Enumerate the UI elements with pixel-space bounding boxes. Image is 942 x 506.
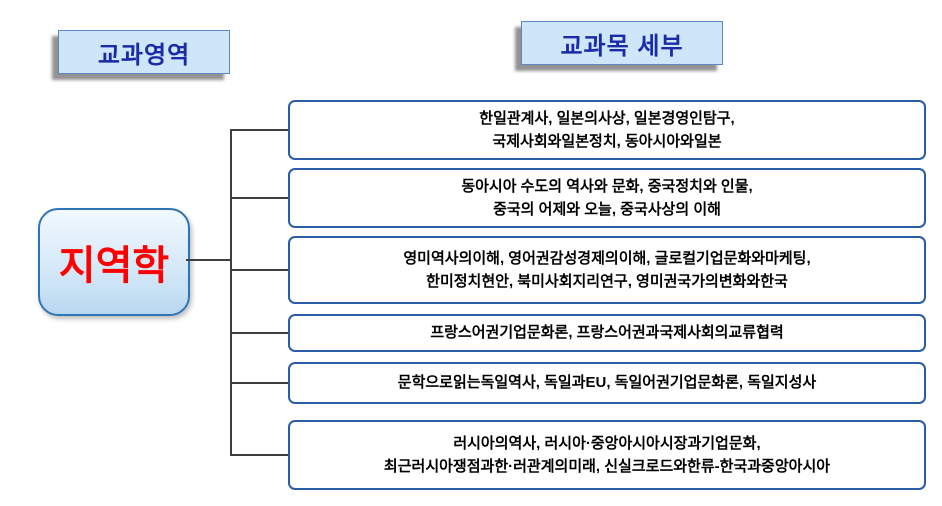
course-box-japan-text: 한일관계사, 일본의사상, 일본경영인탐구, 국제사회와일본정치, 동아시아와일… bbox=[479, 109, 735, 150]
course-box-german: 문학으로읽는독일역사, 독일과EU, 독일어권기업문화론, 독일지성사 bbox=[288, 362, 926, 404]
course-box-francophone: 프랑스어권기업문화론, 프랑스어권과국제사회의교류협력 bbox=[288, 314, 926, 352]
root-node-regional-studies: 지역학 bbox=[38, 208, 190, 316]
course-box-francophone-text: 프랑스어권기업문화론, 프랑스어권과국제사회의교류협력 bbox=[430, 324, 784, 342]
course-box-german-text: 문학으로읽는독일역사, 독일과EU, 독일어권기업문화론, 독일지성사 bbox=[397, 374, 817, 392]
connector-branch-4 bbox=[231, 332, 288, 334]
connector-branch-5 bbox=[231, 382, 288, 384]
course-box-anglo-america: 영미역사의이해, 영어권감성경제의이해, 글로컬기업문화와마케팅, 한미정치현안… bbox=[288, 236, 926, 304]
course-box-anglo-america-text: 영미역사의이해, 영어권감성경제의이해, 글로컬기업문화와마케팅, 한미정치현안… bbox=[403, 249, 811, 290]
header-subject-area-label: 교과영역 bbox=[97, 41, 191, 69]
course-box-china-text: 동아시아 수도의 역사와 문화, 중국정치와 인물, 중국의 어제와 오늘, 중… bbox=[461, 177, 753, 218]
course-box-russia-central-asia-text: 러시아의역사, 러시아·중앙아시아시장과기업문화, 최근러시아쟁점과한·러관계의… bbox=[383, 434, 831, 475]
root-node-label: 지역학 bbox=[58, 244, 170, 288]
connector-root-link bbox=[186, 259, 231, 261]
connector-branch-2 bbox=[231, 197, 288, 199]
header-subject-area: 교과영역 bbox=[58, 30, 230, 74]
connector-branch-3 bbox=[231, 269, 288, 271]
course-box-japan: 한일관계사, 일본의사상, 일본경영인탐구, 국제사회와일본정치, 동아시아와일… bbox=[288, 100, 926, 160]
connector-trunk bbox=[230, 129, 232, 456]
course-box-china: 동아시아 수도의 역사와 문화, 중국정치와 인물, 중국의 어제와 오늘, 중… bbox=[288, 168, 926, 228]
connector-branch-6 bbox=[231, 454, 288, 456]
connector-branch-1 bbox=[231, 129, 288, 131]
header-subject-detail: 교과목 세부 bbox=[521, 21, 723, 65]
course-box-russia-central-asia: 러시아의역사, 러시아·중앙아시아시장과기업문화, 최근러시아쟁점과한·러관계의… bbox=[288, 420, 926, 490]
header-subject-detail-label: 교과목 세부 bbox=[560, 32, 684, 60]
